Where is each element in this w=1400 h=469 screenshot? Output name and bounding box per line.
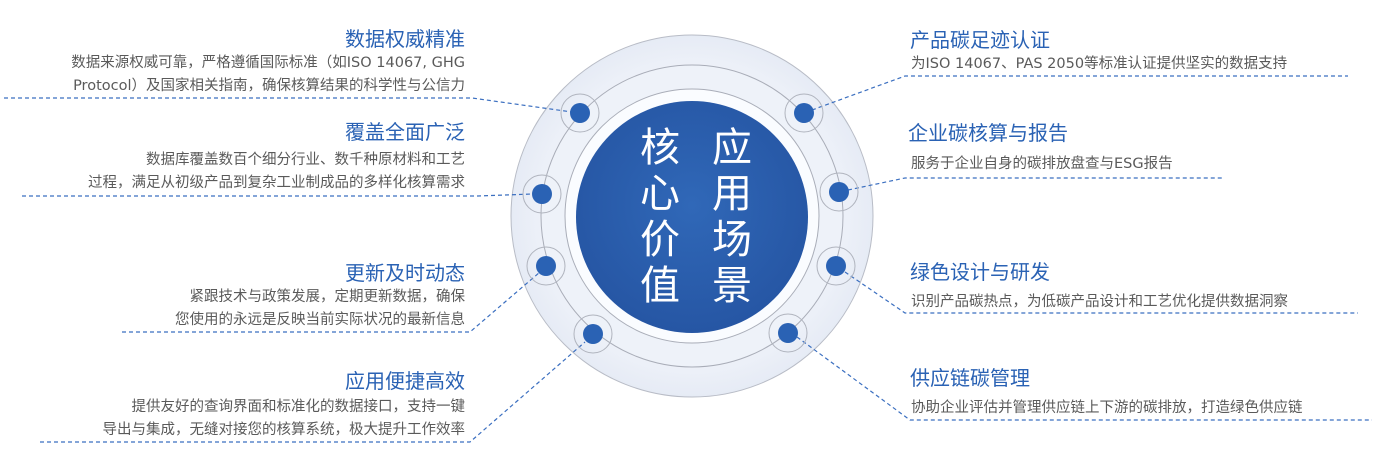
item-desc: 紧跟技术与政策发展，定期更新数据，确保 [189,289,466,305]
item-title: 产品碳足迹认证 [910,28,1050,52]
node-dot-icon [768,313,808,353]
item-desc: 导出与集成，无缝对接您的核算系统，极大提升工作效率 [102,422,466,438]
node-dot-icon [784,93,824,133]
center-label-core-value: 核心价值 [640,125,680,309]
item-title: 数据权威精准 [345,27,465,51]
item-title: 企业碳核算与报告 [908,121,1068,145]
item-desc: 数据库覆盖数百个细分行业、数千种原材料和工艺 [146,152,465,168]
connector-lines [4,75,1372,443]
center-disk [576,101,808,333]
node-dot-icon [522,174,562,214]
node-dot-icon [819,172,859,212]
item-title: 绿色设计与研发 [910,260,1050,284]
item-desc: 识别产品碳热点，为低碳产品设计和工艺优化提供数据洞察 [911,294,1288,310]
item-desc: 您使用的永远是反映当前实际状况的最新信息 [175,312,465,328]
item-desc: 服务于企业自身的碳排放盘查与ESG报告 [911,156,1173,172]
node-dot-icon [560,93,600,133]
item-desc: 数据来源权威可靠，严格遵循国际标准（如ISO 14067, GHG [71,55,465,71]
item-desc: 协助企业评估并管理供应链上下游的碳排放，打造绿色供应链 [911,400,1303,416]
node-dot-icon [816,246,856,286]
node-dot-icon [526,246,566,286]
item-title: 供应链碳管理 [910,366,1030,390]
item-desc: Protocol）及国家相关指南，确保核算结果的科学性与公信力 [73,78,465,94]
item-desc: 为ISO 14067、PAS 2050等标准认证提供坚实的数据支持 [911,56,1288,72]
center-label-scenarios: 应用场景 [712,125,752,309]
node-dot-icon [573,314,613,354]
item-desc: 过程，满足从初级产品到复杂工业制成品的多样化核算需求 [88,175,465,191]
item-title: 覆盖全面广泛 [345,120,465,144]
node-dots [522,93,859,354]
item-title: 更新及时动态 [345,261,465,285]
item-title: 应用便捷高效 [345,369,465,393]
item-desc: 提供友好的查询界面和标准化的数据接口，支持一键 [131,399,466,415]
